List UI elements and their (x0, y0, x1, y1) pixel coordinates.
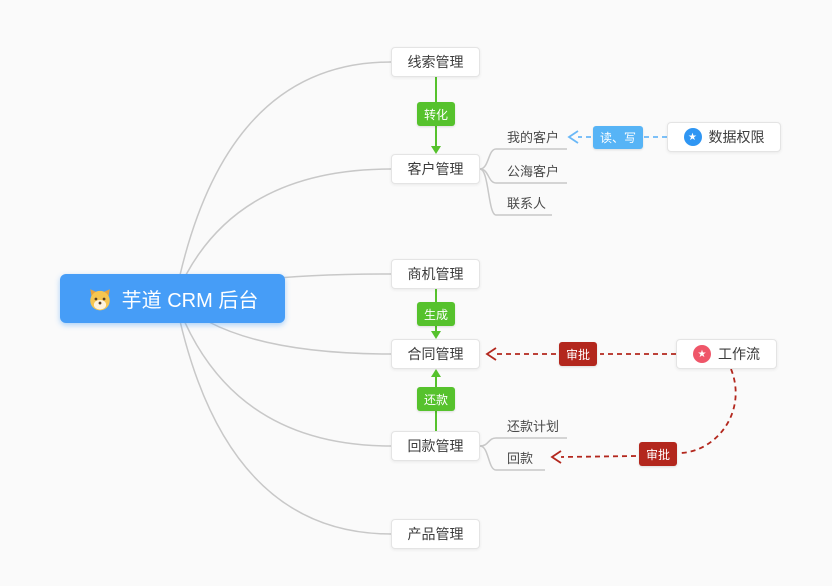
child-repayment[interactable]: 回款 (507, 451, 534, 466)
topic-workflow[interactable]: ★ 工作流 (676, 339, 777, 369)
edge-root-receivables (174, 297, 392, 447)
child-my-customers[interactable]: 我的客户 (507, 130, 560, 145)
blue-dashed-link (567, 130, 667, 144)
arrowhead-customers (431, 146, 441, 154)
badge-repay[interactable]: 还款 (417, 387, 456, 411)
arrowhead-mycustomers (567, 130, 579, 144)
edge-receivables-plan (479, 437, 567, 447)
topic-data-permission[interactable]: ★ 数据权限 (667, 122, 781, 152)
green-arrowheads (431, 146, 441, 377)
badge-approve-contract[interactable]: 审批 (559, 342, 598, 366)
root-topic-crm-backend[interactable]: 芋道 CRM 后台 (60, 274, 285, 323)
child-public-customers[interactable]: 公海客户 (507, 164, 560, 179)
dog-logo-icon (87, 286, 113, 312)
red-dashed-links (485, 347, 737, 464)
dash-workflow-approve2-curve (679, 368, 737, 454)
child-repayment-plan[interactable]: 还款计划 (507, 419, 560, 434)
topic-receivables[interactable]: 回款管理 (391, 431, 480, 461)
edge-root-products (174, 297, 392, 535)
arrowhead-repayment (550, 450, 562, 464)
arrowhead-contracts-bottom (431, 369, 441, 377)
child-contacts[interactable]: 联系人 (507, 196, 547, 211)
topic-data-permission-label: 数据权限 (708, 129, 765, 145)
root-topic-label: 芋道 CRM 后台 (121, 290, 259, 312)
arrowhead-contracts-top (431, 331, 441, 339)
topic-products[interactable]: 产品管理 (391, 519, 480, 549)
edge-customers-contacts (479, 168, 552, 216)
edge-root-customers (174, 168, 392, 299)
edge-root-leads (174, 61, 392, 299)
topic-contracts-label: 合同管理 (407, 346, 464, 362)
data-permission-star-icon: ★ (683, 128, 702, 146)
topic-opportunities[interactable]: 商机管理 (391, 259, 480, 289)
badge-read-write[interactable]: 读、写 (593, 126, 644, 149)
topic-products-label: 产品管理 (407, 526, 464, 542)
child-branch-lines (479, 148, 567, 471)
topic-leads[interactable]: 线索管理 (391, 47, 480, 77)
topic-receivables-label: 回款管理 (407, 438, 464, 454)
topic-customers-label: 客户管理 (407, 161, 464, 177)
badge-generate[interactable]: 生成 (417, 302, 456, 326)
badge-convert[interactable]: 转化 (417, 102, 456, 126)
badge-approve-repayment[interactable]: 审批 (639, 442, 678, 466)
dash-approve2-repayment (560, 455, 637, 458)
topic-customers[interactable]: 客户管理 (391, 154, 480, 184)
edge-receivables-repayment (479, 445, 545, 471)
edge-customers-my (479, 148, 567, 170)
workflow-star-icon: ★ (693, 345, 711, 363)
topic-workflow-label: 工作流 (718, 346, 760, 362)
topic-opportunities-label: 商机管理 (407, 266, 464, 282)
topic-contracts[interactable]: 合同管理 (391, 339, 480, 369)
arrowhead-contracts-right (485, 347, 497, 361)
topic-leads-label: 线索管理 (407, 54, 464, 70)
